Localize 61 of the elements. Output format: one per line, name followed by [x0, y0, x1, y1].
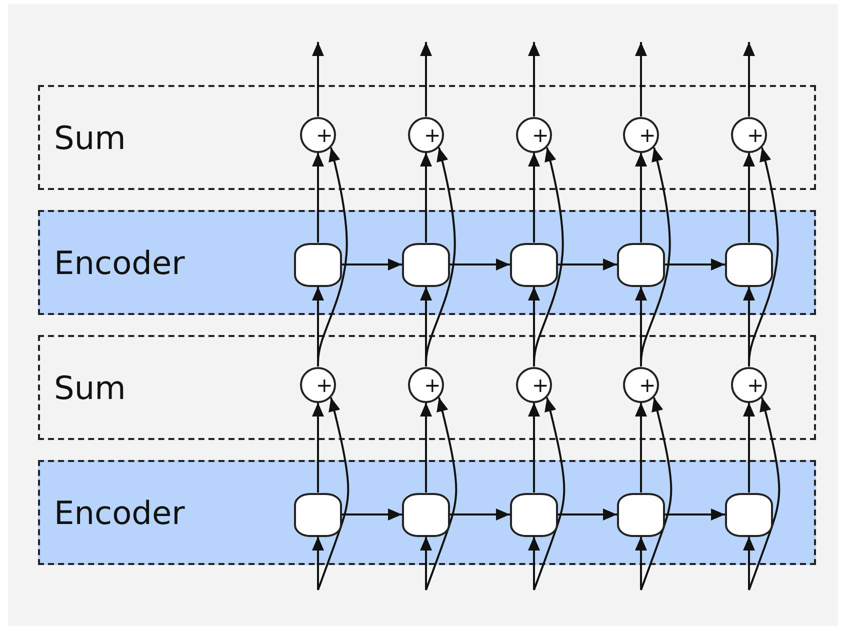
layer-label: Sum: [54, 368, 126, 406]
plus-sign: +: [639, 124, 656, 144]
arrow: [450, 258, 510, 270]
encoder-cell: [725, 242, 773, 286]
arrow: [558, 258, 617, 270]
plus-sign: +: [747, 124, 764, 144]
plus-sign: +: [316, 124, 333, 144]
arrow: [635, 536, 647, 590]
arrow: [635, 402, 647, 492]
arrow: [635, 152, 647, 242]
arrow: [420, 402, 432, 492]
plus-sign: +: [532, 124, 549, 144]
arrow: [342, 508, 402, 520]
arrow: [312, 42, 324, 116]
arrow: [342, 258, 402, 270]
encoder-cell: [402, 492, 450, 536]
encoder-cell: [294, 492, 342, 536]
plus-sign: +: [424, 374, 441, 394]
arrow: [743, 152, 755, 242]
arrow: [743, 536, 755, 590]
arrow: [665, 258, 725, 270]
arrow: [743, 42, 755, 116]
arrow: [425, 397, 458, 590]
arrow: [420, 536, 432, 590]
encoder-cell: [402, 242, 450, 286]
arrow: [312, 536, 324, 590]
arrow: [528, 152, 540, 242]
plus-sign: +: [747, 374, 764, 394]
arrow: [748, 397, 780, 590]
plus-sign: +: [532, 374, 549, 394]
encoder-cell: [725, 492, 773, 536]
arrow: [317, 397, 350, 590]
encoder-cell: [294, 242, 342, 286]
layer-band: [38, 85, 816, 190]
encoder-cell: [617, 242, 665, 286]
arrow: [665, 508, 725, 520]
arrow: [528, 402, 540, 492]
arrow: [312, 402, 324, 492]
arrow: [635, 42, 647, 116]
layer-label: Sum: [54, 118, 126, 156]
arrow: [450, 508, 510, 520]
layer-band: [38, 460, 816, 565]
layer-label: Encoder: [54, 244, 185, 282]
arrow: [312, 152, 324, 242]
plus-sign: +: [316, 374, 333, 394]
arrow: [533, 397, 566, 590]
layer-label: Encoder: [54, 494, 185, 532]
layer-band: [38, 335, 816, 440]
arrow: [558, 508, 617, 520]
encoder-cell: [510, 492, 558, 536]
plus-sign: +: [639, 374, 656, 394]
encoder-cell: [617, 492, 665, 536]
arrow: [420, 42, 432, 116]
arrow: [528, 536, 540, 590]
arrow: [640, 397, 672, 590]
arrow: [743, 402, 755, 492]
layer-band: [38, 210, 816, 315]
arrow: [528, 42, 540, 116]
encoder-cell: [510, 242, 558, 286]
plus-sign: +: [424, 124, 441, 144]
arrow: [420, 152, 432, 242]
